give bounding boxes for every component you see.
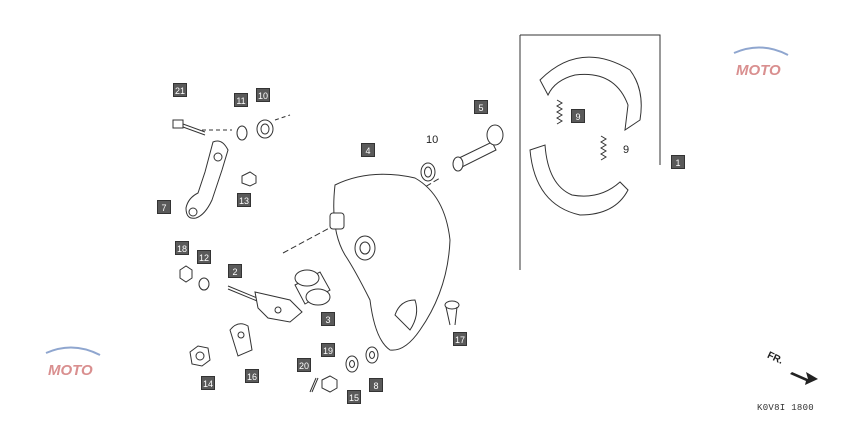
callout-13[interactable]: 13	[237, 193, 251, 207]
callout-18[interactable]: 18	[175, 241, 189, 255]
indicator-plate-2	[227, 285, 303, 323]
callout-12[interactable]: 12	[197, 250, 211, 264]
callout-8[interactable]: 8	[369, 378, 383, 392]
callout-7[interactable]: 7	[157, 200, 171, 214]
oil-seal-10b	[420, 162, 436, 182]
bolt-21	[172, 119, 206, 136]
plate-16	[229, 323, 253, 357]
nut-19	[321, 375, 338, 393]
washer-8	[365, 346, 379, 364]
nut-14	[189, 345, 211, 367]
callout-10[interactable]: 10	[256, 88, 270, 102]
watermark-logo-bottom-left: MOTO	[38, 345, 106, 385]
callout-9-plain[interactable]: 9	[623, 144, 630, 156]
callout-16[interactable]: 16	[245, 369, 259, 383]
callout-3[interactable]: 3	[321, 312, 335, 326]
leader-line	[282, 224, 336, 254]
spring-9a	[556, 99, 563, 125]
diagram-reference-code: K0V8I 1800	[757, 403, 815, 413]
callout-9[interactable]: 9	[571, 109, 585, 123]
nut-13	[241, 171, 257, 187]
watermark-text: MOTO	[736, 62, 781, 79]
spring-9b	[600, 135, 607, 161]
watermark-text: MOTO	[48, 362, 93, 379]
brake-cam-5	[452, 124, 504, 172]
oil-seal-10	[256, 119, 274, 139]
brake-shoe-upper	[539, 56, 642, 132]
brake-panel-4	[333, 173, 451, 351]
callout-15[interactable]: 15	[347, 390, 361, 404]
callout-1[interactable]: 1	[671, 155, 685, 169]
callout-11[interactable]: 11	[234, 93, 248, 107]
watermark-logo-top-right: MOTO	[726, 45, 794, 85]
callout-14[interactable]: 14	[201, 376, 215, 390]
callout-21[interactable]: 21	[173, 83, 187, 97]
callout-2[interactable]: 2	[228, 264, 242, 278]
callout-19[interactable]: 19	[321, 343, 335, 357]
collar-3	[294, 269, 331, 306]
bolt-17	[444, 300, 460, 326]
nut-18	[179, 265, 193, 283]
callout-10-plain[interactable]: 10	[426, 134, 439, 146]
brake-arm-7	[185, 140, 229, 219]
cotter-pin-20	[309, 377, 319, 393]
washer-12	[198, 277, 210, 291]
callout-4[interactable]: 4	[361, 143, 375, 157]
callout-5[interactable]: 5	[474, 100, 488, 114]
washer-15	[345, 355, 359, 373]
washer-11	[236, 125, 248, 141]
callout-17[interactable]: 17	[453, 332, 467, 346]
leader-line	[274, 114, 291, 121]
brake-shoe-lower	[529, 144, 629, 216]
group-bracket-line	[519, 34, 661, 270]
front-arrow-icon	[790, 372, 818, 385]
callout-20[interactable]: 20	[297, 358, 311, 372]
